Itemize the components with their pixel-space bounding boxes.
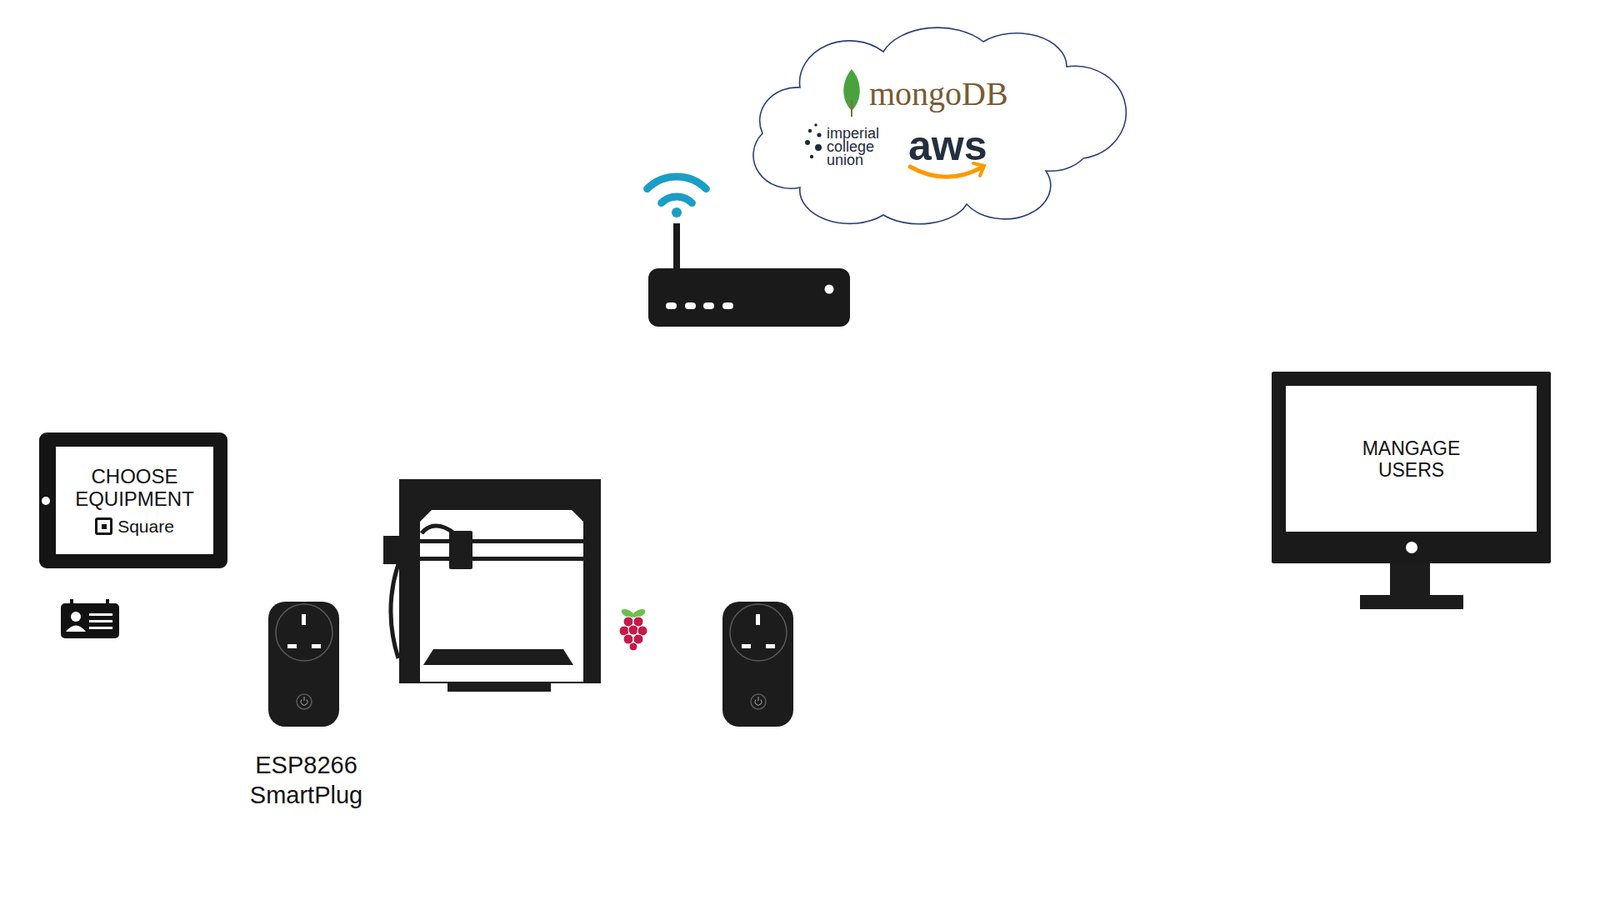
device-button — [41, 496, 50, 505]
logo-text: aws — [908, 125, 988, 167]
wifi-router — [647, 176, 850, 327]
smart-plug — [268, 601, 340, 727]
device-button — [1405, 541, 1418, 554]
screen-text: MANGAGE USERS — [1356, 437, 1467, 481]
logo-text: imperial college union — [826, 126, 894, 167]
cloud-group: mongoDB imperial college union aws — [800, 73, 1050, 199]
id-card-icon — [60, 599, 120, 639]
brand-text: Square — [117, 516, 175, 537]
raspberry-pi-logo — [619, 607, 648, 651]
device-label: ESP8266 SmartPlug — [237, 750, 375, 810]
monitor-stand — [1360, 561, 1464, 610]
imperial-logo-dots — [805, 123, 822, 159]
square-logo — [95, 517, 113, 535]
smart-plug — [722, 601, 794, 727]
screen-text: CHOOSE EQUIPMENT — [55, 465, 214, 510]
monitor-screen: MANGAGE USERS — [1271, 371, 1551, 564]
cloud-outline — [753, 27, 1126, 225]
logo-text: mongoDB — [869, 77, 1009, 111]
square-logo-center — [101, 524, 107, 530]
mongodb-leaf — [843, 69, 860, 117]
tablet-screen: CHOOSE EQUIPMENT Square — [39, 432, 228, 569]
3d-printer — [383, 479, 601, 692]
smart-plug-label: ESP8266 SmartPlug — [237, 601, 375, 802]
